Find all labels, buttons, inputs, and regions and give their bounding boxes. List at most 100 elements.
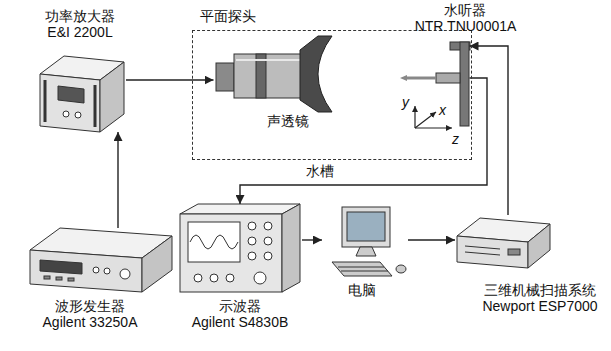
scanner-controller <box>457 218 550 268</box>
osc-front <box>180 214 282 292</box>
text-line: Newport ESP7000 <box>482 298 597 314</box>
oscilloscope <box>180 204 300 292</box>
osc-knob <box>264 222 272 230</box>
osc-knob <box>194 274 202 282</box>
device-label: 功率放大器 E&I 2200L <box>45 8 115 40</box>
gen-button <box>56 277 62 280</box>
keyboard-row <box>341 271 388 272</box>
signal-arrow <box>470 46 509 215</box>
device-label: 平面探头 <box>200 8 256 24</box>
amp-knob <box>63 111 69 117</box>
osc-knob <box>254 272 266 284</box>
generator-node: 波形发生器 Agilent 33250A <box>30 228 172 292</box>
amplifier-node: 功率放大器 E&I 2200L <box>38 52 126 132</box>
signal-arrow <box>408 239 455 240</box>
osc-knob <box>248 252 256 260</box>
computer-node: 电脑 <box>322 205 408 277</box>
scanner-node: 三维机械扫描系统 Newport ESP7000 <box>455 215 551 271</box>
device-label: 示波器 Agilent S4830B <box>192 298 289 330</box>
osc-knob <box>264 237 272 245</box>
text-line: 平面探头 <box>200 8 256 24</box>
signal-arrow <box>117 132 118 228</box>
probe-highlight <box>236 59 300 61</box>
mouse <box>396 265 406 273</box>
device-label: 波形发生器 Agilent 33250A <box>43 298 138 330</box>
gen-side <box>142 236 172 292</box>
hydrophone-body <box>436 73 460 83</box>
text-line: 水听器 <box>415 2 517 18</box>
hydrophone-node: 水听器 NTR TNU0001A <box>402 40 470 128</box>
hydrophone-needle <box>406 77 436 80</box>
computer <box>332 207 406 276</box>
waveform-generator <box>30 228 172 292</box>
oscilloscope-node: 示波器 Agilent S4830B <box>178 204 302 293</box>
probe-node: 平面探头声透镜 <box>214 34 332 112</box>
text-line: NTR TNU0001A <box>415 18 517 34</box>
keyboard <box>332 262 392 276</box>
device-label: 电脑 <box>348 282 376 298</box>
signal-arrow <box>126 79 214 80</box>
x-axis <box>415 112 436 128</box>
signal-arrow <box>302 239 322 240</box>
hydrophone-tip <box>400 75 407 81</box>
osc-top <box>180 204 300 214</box>
osc-knob <box>248 222 256 230</box>
text-line: Agilent 33250A <box>43 314 138 330</box>
gen-knob <box>93 267 99 273</box>
osc-knob <box>264 252 272 260</box>
axis-label: y <box>402 94 409 110</box>
signal-arrow <box>240 78 487 204</box>
gen-front <box>30 250 142 292</box>
planar-probe <box>216 36 332 112</box>
text-line: 水槽 <box>306 163 334 179</box>
water-tank: 水槽平面探头声透镜水听器 NTR TNU0001A <box>192 30 472 160</box>
monitor-screen <box>347 212 385 241</box>
scanner-slot <box>465 246 500 249</box>
osc-screen <box>188 222 240 262</box>
device-label: 水听器 NTR TNU0001A <box>415 2 517 34</box>
scanner-slot <box>465 252 500 255</box>
osc-knob <box>210 274 218 282</box>
scanner-side <box>528 224 550 268</box>
scanner-front <box>457 236 528 268</box>
gen-knob <box>104 268 110 274</box>
amp-handle <box>44 80 47 122</box>
amplifier-device <box>40 56 124 132</box>
scanner-panel <box>508 249 520 255</box>
amp-front <box>40 74 100 132</box>
text-line: 示波器 <box>192 298 289 314</box>
probe-body <box>234 54 302 98</box>
text-line: 电脑 <box>348 282 376 298</box>
probe-connector <box>216 63 234 91</box>
text-line: 声透镜 <box>267 113 309 129</box>
gen-display <box>40 260 82 274</box>
osc-wave <box>190 235 238 249</box>
gen-knob <box>120 269 130 279</box>
amp-knob <box>75 112 81 118</box>
osc-knob <box>248 237 256 245</box>
axis-label: x <box>439 102 446 118</box>
device-label: 三维机械扫描系统 Newport ESP7000 <box>482 282 597 314</box>
y-axis <box>414 106 415 128</box>
text-line: 三维机械扫描系统 <box>482 282 597 298</box>
gen-button <box>68 278 74 281</box>
holder-bar <box>460 42 469 126</box>
z-axis <box>415 127 452 128</box>
monitor-stand <box>356 247 376 256</box>
text-line: 功率放大器 <box>45 8 115 24</box>
axis-label: z <box>452 131 459 147</box>
gen-button <box>44 276 50 279</box>
device-label: 声透镜 <box>267 113 309 129</box>
osc-side <box>282 204 300 292</box>
text-line: E&I 2200L <box>45 24 115 40</box>
amp-screen <box>58 86 84 103</box>
axes <box>415 106 452 128</box>
amp-handle <box>94 85 97 127</box>
amp-side <box>100 62 124 132</box>
text-line: 波形发生器 <box>43 298 138 314</box>
device-label: 水槽 <box>306 163 334 179</box>
osc-knob <box>226 274 234 282</box>
